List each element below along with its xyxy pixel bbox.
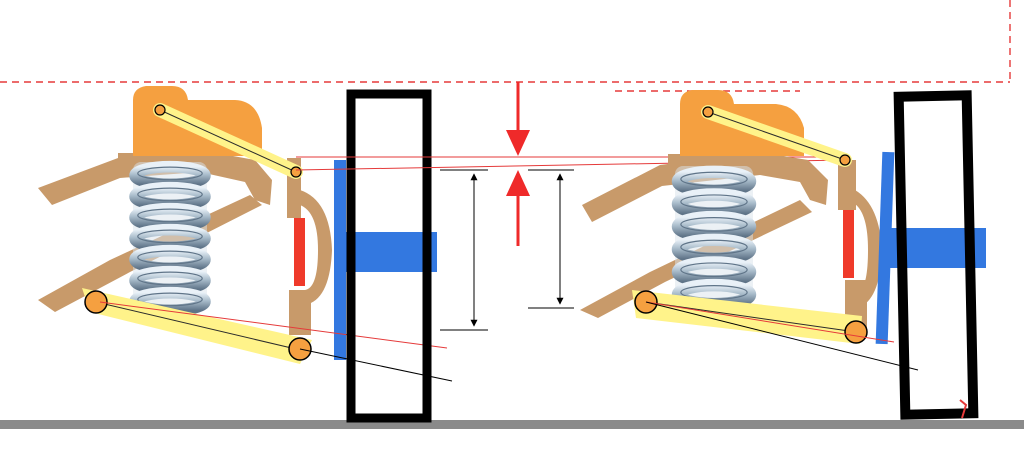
right-wheel bbox=[893, 90, 979, 420]
left-upper-pivot-inner bbox=[154, 104, 166, 116]
right-lower-arm bbox=[632, 290, 862, 344]
left-wheel bbox=[346, 89, 432, 423]
chassis-reference-frame bbox=[0, 0, 1011, 92]
spring-coil-outline bbox=[137, 187, 203, 202]
left-brake-caliper bbox=[294, 218, 305, 286]
spring-coil-outline bbox=[137, 271, 203, 286]
left-upper-pivot-outer bbox=[290, 166, 302, 178]
spring-coil-outline bbox=[680, 216, 748, 232]
spring-coil-outline bbox=[680, 194, 748, 210]
spring-coil-outline bbox=[137, 292, 203, 307]
left-hub bbox=[334, 160, 437, 360]
left-spring bbox=[129, 160, 211, 317]
spring-coil-outline bbox=[137, 166, 203, 181]
right-upper-pivot-inner bbox=[702, 106, 714, 118]
spring-coil-outline bbox=[137, 250, 203, 265]
right-black-reference-line bbox=[645, 301, 919, 371]
spring-coil-outline bbox=[137, 208, 203, 223]
right-upper-pivot-outer bbox=[839, 154, 851, 166]
spring-coil-outline bbox=[680, 285, 748, 300]
camber-gap-arrows bbox=[506, 82, 530, 246]
ground-line bbox=[0, 420, 1024, 429]
spring-coil-outline bbox=[680, 239, 748, 255]
left-suspension bbox=[38, 86, 453, 423]
vertical-travel-dimension-right bbox=[528, 169, 574, 309]
left-lower-pivot-inner bbox=[84, 290, 108, 314]
right-lower-pivot-outer bbox=[844, 320, 868, 344]
vertical-travel-dimension-left bbox=[440, 169, 488, 331]
left-red-reference-line bbox=[99, 301, 448, 349]
right-spring bbox=[671, 165, 757, 311]
spring-coil-outline bbox=[680, 171, 748, 187]
spring-coil-outline bbox=[680, 262, 748, 278]
right-suspension bbox=[580, 90, 986, 420]
right-brake-caliper bbox=[843, 210, 854, 278]
spring-coil-outline bbox=[137, 229, 203, 244]
right-red-reference-line bbox=[645, 301, 895, 343]
left-upright bbox=[287, 158, 332, 335]
